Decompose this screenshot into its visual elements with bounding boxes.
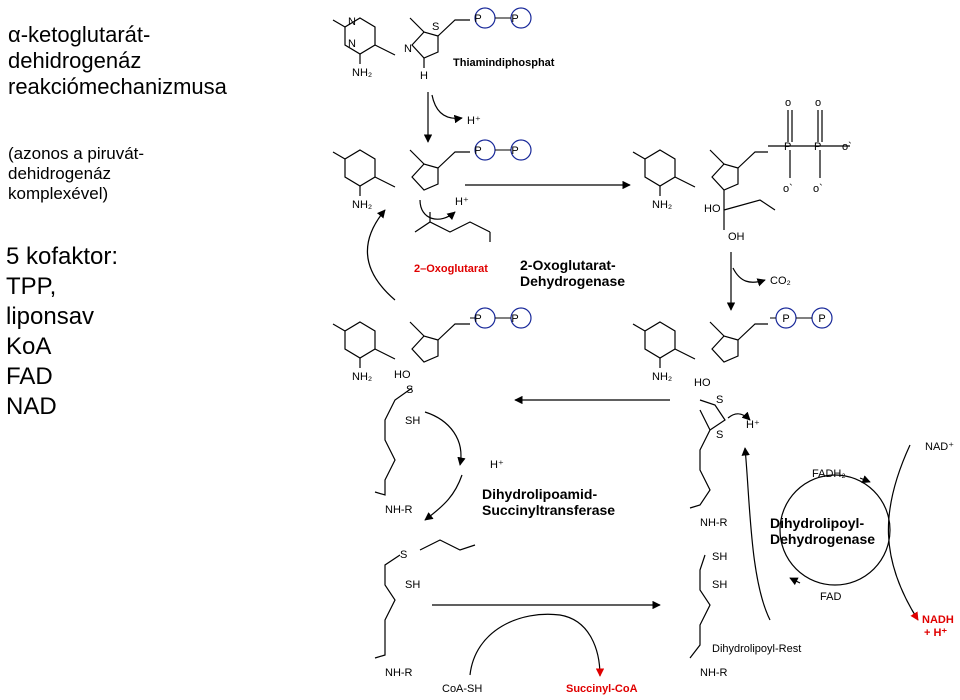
ho-group: HO bbox=[394, 369, 411, 381]
nh-r-label: NH-R bbox=[385, 667, 413, 679]
fad-label: FAD bbox=[820, 591, 841, 603]
fadh2-label: FADH₂ bbox=[812, 468, 846, 480]
nh2-group: NH₂ bbox=[352, 371, 372, 383]
coa-loop bbox=[469, 613, 605, 677]
subtitle-line-2: dehidrogenáz bbox=[8, 164, 112, 183]
phosphate-p: P bbox=[474, 145, 481, 157]
co2-label: CO₂ bbox=[770, 275, 791, 287]
atom-o: o` bbox=[783, 183, 793, 195]
enzyme3-line2: Dehydrogenase bbox=[770, 531, 875, 547]
nh-r-label: NH-R bbox=[700, 517, 728, 529]
pyrimidine-ring-3 bbox=[344, 321, 376, 359]
tpp-label: Thiamindiphosphat bbox=[453, 57, 555, 69]
pyrimidine-ring-5 bbox=[644, 321, 676, 359]
cofactor-item-nad: NAD bbox=[6, 393, 57, 420]
thiazole-ring-2 bbox=[411, 163, 439, 191]
thiazole-ring-5 bbox=[711, 335, 739, 363]
ho-group: HO bbox=[694, 377, 711, 389]
ho-group: HO bbox=[704, 203, 721, 215]
enzyme1-line1: 2-Oxoglutarat- bbox=[520, 257, 616, 273]
nad-plus-label: NAD⁺ bbox=[925, 441, 954, 453]
substrate-label: 2–Oxoglutarat bbox=[414, 263, 488, 275]
cofactor-item-fad: FAD bbox=[6, 363, 53, 390]
phosphate-p: P bbox=[818, 313, 825, 325]
pyrimidine-ring-4 bbox=[644, 149, 676, 187]
atom-s: S bbox=[716, 429, 723, 441]
coa-sh-label: CoA-SH bbox=[442, 683, 482, 695]
dihydrolipoyl-rest-label: Dihydrolipoyl-Rest bbox=[712, 643, 801, 655]
phosphate-p: P bbox=[474, 13, 481, 25]
enzyme2-line1: Dihydrolipoamid- bbox=[482, 486, 597, 502]
lipoyl-chain-left-lower bbox=[374, 554, 401, 659]
thiazole-ring-1 bbox=[411, 31, 439, 59]
atom-n: N bbox=[348, 16, 356, 28]
h-plus-label: H⁺ bbox=[746, 419, 760, 431]
atom-s: S bbox=[400, 549, 407, 561]
phosphate-p: P bbox=[474, 313, 481, 325]
h-plus-label: H⁺ bbox=[467, 115, 481, 127]
nh2-group: NH₂ bbox=[652, 371, 672, 383]
h-plus-label: H⁺ bbox=[455, 196, 469, 208]
arrow-back-curve bbox=[366, 209, 396, 301]
lipoyl-chain-right-upper bbox=[689, 409, 711, 509]
title-line-1: α-ketoglutarát- bbox=[8, 22, 151, 47]
atom-o: o` bbox=[842, 141, 852, 153]
slide-title: α-ketoglutarát- dehidrogenáz reakciómech… bbox=[8, 22, 227, 100]
enzyme1-line2: Dehydrogenase bbox=[520, 273, 625, 289]
phosphate-p: P bbox=[511, 145, 518, 157]
nh2-group: NH₂ bbox=[352, 199, 372, 211]
sh-group: SH bbox=[405, 579, 420, 591]
atom-s: S bbox=[406, 384, 413, 396]
phosphate-p: P bbox=[511, 313, 518, 325]
atom-s: S bbox=[432, 21, 439, 33]
cofactor-heading: 5 kofaktor: bbox=[6, 243, 119, 270]
oh-group: OH bbox=[728, 231, 745, 243]
atom-o: o` bbox=[813, 183, 823, 195]
subtitle-line-1: (azonos a piruvát- bbox=[8, 144, 145, 163]
succinyl-coa-label: Succinyl-CoA bbox=[566, 683, 638, 695]
nh-r-label: NH-R bbox=[385, 504, 413, 516]
nadh-h-label: + H⁺ bbox=[924, 627, 947, 639]
title-line-3: reakciómechanizmusa bbox=[8, 74, 227, 99]
nh2-group: NH₂ bbox=[652, 199, 672, 211]
lipoyl-chain-right-lower bbox=[689, 554, 711, 659]
pyrimidine-ring-2 bbox=[344, 149, 376, 187]
subtitle-line-3: komplexével) bbox=[8, 184, 109, 203]
atom-s: S bbox=[716, 394, 723, 406]
nh2-group: NH₂ bbox=[352, 67, 372, 79]
cofactor-item-liponsav: liponsav bbox=[6, 303, 95, 330]
atom-o: o bbox=[815, 97, 821, 109]
slide-subtitle: (azonos a piruvát- dehidrogenáz komplexé… bbox=[8, 144, 144, 204]
title-line-2: dehidrogenáz bbox=[8, 48, 142, 73]
enzyme3-line1: Dihydrolipoyl- bbox=[770, 515, 864, 531]
cofactor-item-tpp: TPP, bbox=[6, 273, 57, 300]
enzyme2-line2: Succinyltransferase bbox=[482, 502, 615, 518]
sh-group: SH bbox=[405, 415, 420, 427]
nh-r-label: NH-R bbox=[700, 667, 728, 679]
atom-n: N bbox=[348, 38, 356, 50]
sh-group: SH bbox=[712, 551, 727, 563]
h-plus-label: H⁺ bbox=[490, 459, 504, 471]
atom-p: P bbox=[784, 141, 791, 153]
phosphate-p: P bbox=[511, 13, 518, 25]
cofactor-list: 5 kofaktor: TPP, liponsav KoA FAD NAD bbox=[6, 242, 118, 422]
phosphate-p: P bbox=[782, 313, 789, 325]
atom-n: N bbox=[404, 43, 412, 55]
atom-p: P bbox=[814, 141, 821, 153]
thiazole-ring-3 bbox=[411, 335, 439, 363]
atom-h: H bbox=[420, 70, 428, 82]
nadh-label: NADH bbox=[922, 614, 954, 626]
thiazole-ring-4 bbox=[711, 163, 739, 191]
lipoyl-chain-left-upper bbox=[374, 387, 413, 496]
sh-group: SH bbox=[712, 579, 727, 591]
cofactor-item-koa: KoA bbox=[6, 333, 52, 360]
atom-o: o bbox=[785, 97, 791, 109]
